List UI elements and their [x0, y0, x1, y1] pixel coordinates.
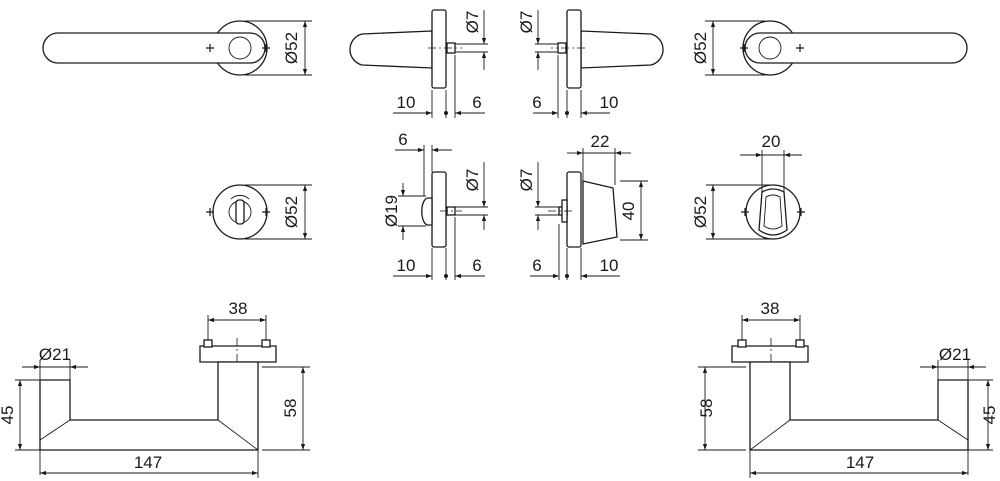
turn-side-right [530, 148, 648, 280]
dim-projection: 58 [697, 399, 716, 418]
dim-rosette-diameter: Ø52 [691, 32, 710, 64]
dim-spindle: Ø7 [463, 11, 482, 34]
dim-spindle: Ø7 [463, 169, 482, 192]
dim-height: 45 [980, 406, 999, 425]
dim-length: 147 [134, 453, 162, 472]
rosette-handle-side-right [533, 9, 664, 118]
dim-right: 10 [600, 93, 619, 112]
dim-left: 10 [397, 256, 416, 275]
dim-right: 10 [600, 256, 619, 275]
dim-knob-diameter: Ø19 [382, 195, 401, 227]
dim-rose: 38 [229, 299, 248, 318]
turn-rosette-front [706, 150, 806, 240]
dim-height: 45 [0, 406, 17, 425]
dim-left: 6 [532, 93, 541, 112]
dim-grip: Ø21 [39, 345, 71, 364]
rosette-handle-front-left [43, 21, 312, 75]
lever-handle-right [698, 315, 993, 478]
dim-grip: Ø21 [939, 345, 971, 364]
dim-rosette-diameter: Ø52 [282, 32, 301, 64]
dim-rosette-diameter: Ø52 [282, 196, 301, 228]
dim-rose: 38 [761, 299, 780, 318]
dim-turn-width: 20 [762, 132, 781, 151]
rosette-handle-side-left [349, 9, 488, 118]
dim-right: 6 [472, 93, 481, 112]
dim-projection: 58 [281, 399, 300, 418]
dim-spindle: Ø7 [517, 169, 536, 192]
dim-left: 10 [397, 93, 416, 112]
dim-left: 6 [532, 256, 541, 275]
dim-top: 6 [398, 130, 407, 149]
dim-height: 40 [619, 202, 638, 221]
lever-handle-left [15, 315, 310, 478]
rosette-handle-front-right [705, 21, 967, 75]
wc-side-left [393, 145, 488, 280]
wc-rosette-front [205, 184, 312, 240]
dim-length: 147 [846, 453, 874, 472]
dim-rosette-diameter: Ø52 [691, 196, 710, 228]
dim-width: 22 [591, 132, 610, 151]
dim-spindle: Ø7 [517, 11, 536, 34]
dim-right: 6 [472, 256, 481, 275]
